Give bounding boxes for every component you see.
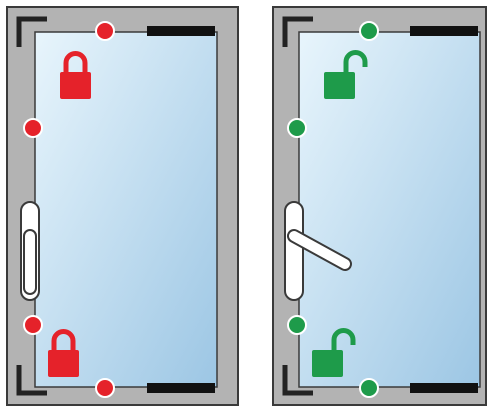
keeper-bottom xyxy=(410,383,478,393)
padlock-shackle xyxy=(343,50,368,74)
window-panel-unlocked xyxy=(272,6,487,406)
lock-point-2 xyxy=(23,118,43,138)
padlock-open-icon xyxy=(312,328,356,377)
padlock-closed-icon xyxy=(60,51,91,99)
window-handle xyxy=(20,201,40,301)
handle-lever xyxy=(289,231,350,269)
handle-base xyxy=(284,201,304,301)
keeper-bottom xyxy=(147,383,215,393)
lock-point-1 xyxy=(95,21,115,41)
keeper-top xyxy=(147,26,215,36)
padlock-shackle xyxy=(63,51,88,74)
padlock-closed-icon xyxy=(48,329,79,377)
corner-bracket-bottom xyxy=(282,365,313,396)
padlock-body xyxy=(324,72,355,99)
keeper-top xyxy=(410,26,478,36)
padlock-body xyxy=(60,72,91,99)
padlock-body xyxy=(48,350,79,377)
padlock-open-icon xyxy=(324,50,368,99)
lock-point-4 xyxy=(95,378,115,398)
padlock-shackle xyxy=(51,329,76,352)
window-panel-locked xyxy=(6,6,239,406)
padlock-shackle xyxy=(331,328,356,352)
lock-point-3 xyxy=(287,315,307,335)
window-handle xyxy=(284,201,352,301)
lock-point-2 xyxy=(287,118,307,138)
lock-point-3 xyxy=(23,315,43,335)
lock-point-1 xyxy=(359,21,379,41)
corner-bracket-top xyxy=(282,16,313,47)
handle-lever xyxy=(23,229,37,295)
corner-bracket-bottom xyxy=(16,365,47,396)
lock-point-4 xyxy=(359,378,379,398)
padlock-body xyxy=(312,350,343,377)
corner-bracket-top xyxy=(16,16,47,47)
